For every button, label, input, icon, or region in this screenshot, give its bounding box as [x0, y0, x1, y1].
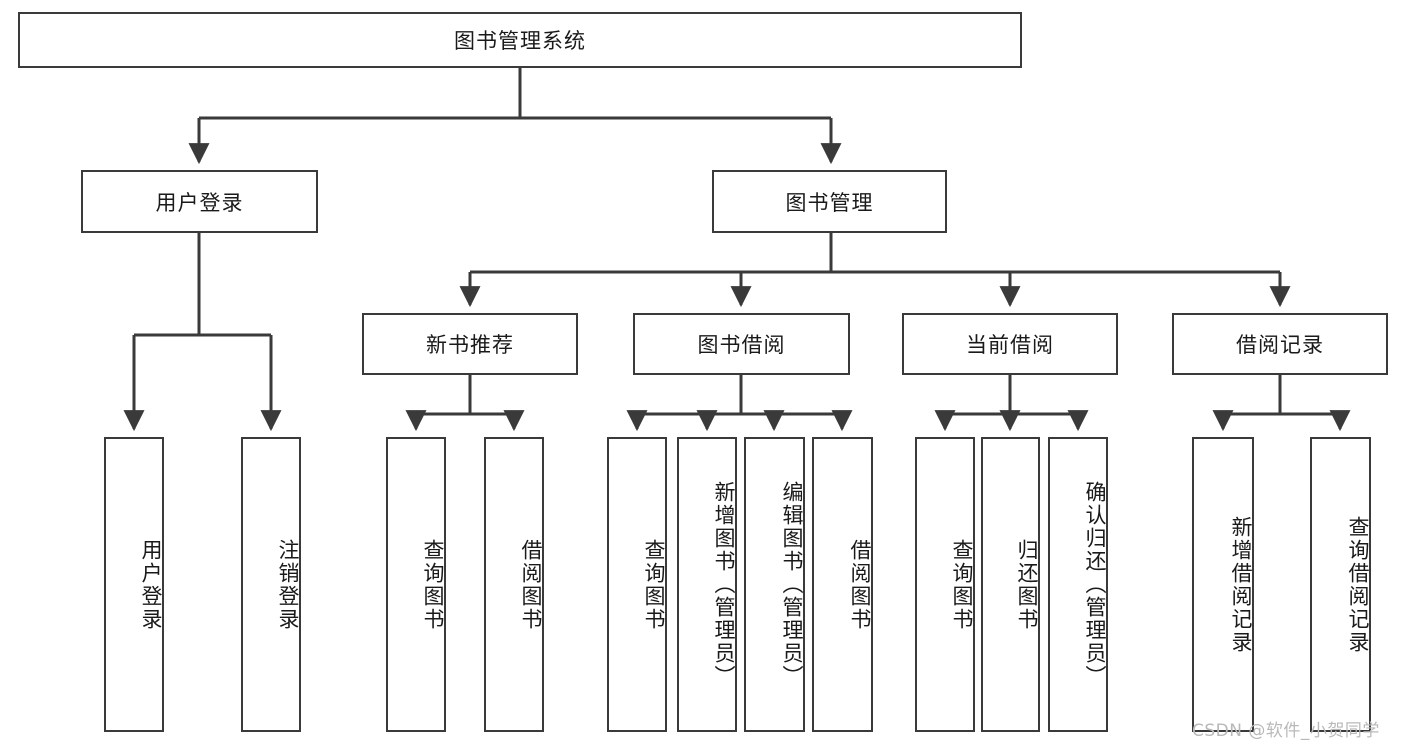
leaf-query-book-recommend[interactable]: 查询图书	[386, 437, 446, 732]
leaf-edit-book-admin[interactable]: 编辑图书（管理员）	[744, 437, 805, 732]
node-new-book-recommend[interactable]: 新书推荐	[362, 313, 578, 375]
node-borrow-record[interactable]: 借阅记录	[1172, 313, 1388, 375]
node-book-management-label: 图书管理	[785, 190, 874, 215]
leaf-query-book-borrow[interactable]: 查询图书	[607, 437, 667, 732]
leaf-borrow-book-recommend[interactable]: 借阅图书	[484, 437, 544, 732]
node-book-borrow[interactable]: 图书借阅	[633, 313, 850, 375]
leaf-label: 归还图书	[1015, 538, 1039, 631]
node-current-borrow[interactable]: 当前借阅	[902, 313, 1118, 375]
leaf-label: 借阅图书	[848, 538, 872, 631]
leaf-query-book-current[interactable]: 查询图书	[915, 437, 975, 732]
leaf-borrow-book[interactable]: 借阅图书	[812, 437, 873, 732]
node-user-login-label: 用户登录	[155, 190, 244, 215]
node-root[interactable]: 图书管理系统	[18, 12, 1022, 68]
leaf-user-login[interactable]: 用户登录	[104, 437, 164, 732]
leaf-label: 查询图书	[950, 538, 974, 631]
leaf-label: 注销登录	[276, 538, 300, 631]
leaf-label: 确认归还（管理员）	[1083, 481, 1107, 688]
leaf-query-borrow-record[interactable]: 查询借阅记录	[1310, 437, 1371, 732]
leaf-add-book-admin[interactable]: 新增图书（管理员）	[677, 437, 737, 732]
node-new-book-recommend-label: 新书推荐	[426, 333, 514, 357]
node-current-borrow-label: 当前借阅	[966, 333, 1054, 357]
node-borrow-record-label: 借阅记录	[1236, 333, 1324, 357]
leaf-label: 查询图书	[421, 538, 445, 631]
leaf-label: 查询借阅记录	[1346, 515, 1370, 654]
node-book-borrow-label: 图书借阅	[697, 333, 786, 357]
leaf-label: 借阅图书	[519, 538, 543, 631]
leaf-label: 新增借阅记录	[1229, 515, 1253, 654]
leaf-return-book[interactable]: 归还图书	[981, 437, 1040, 732]
csdn-watermark: CSDN @软件_小贺同学	[1192, 721, 1380, 741]
leaf-confirm-return-admin[interactable]: 确认归还（管理员）	[1048, 437, 1108, 732]
leaf-add-borrow-record[interactable]: 新增借阅记录	[1192, 437, 1254, 732]
node-user-login[interactable]: 用户登录	[81, 170, 318, 233]
node-book-management[interactable]: 图书管理	[712, 170, 947, 233]
node-root-label: 图书管理系统	[454, 29, 586, 53]
leaf-label: 新增图书（管理员）	[712, 481, 736, 688]
leaf-label: 编辑图书（管理员）	[780, 481, 804, 688]
leaf-label: 用户登录	[139, 538, 163, 631]
leaf-logout[interactable]: 注销登录	[241, 437, 301, 732]
leaf-label: 查询图书	[642, 538, 666, 631]
